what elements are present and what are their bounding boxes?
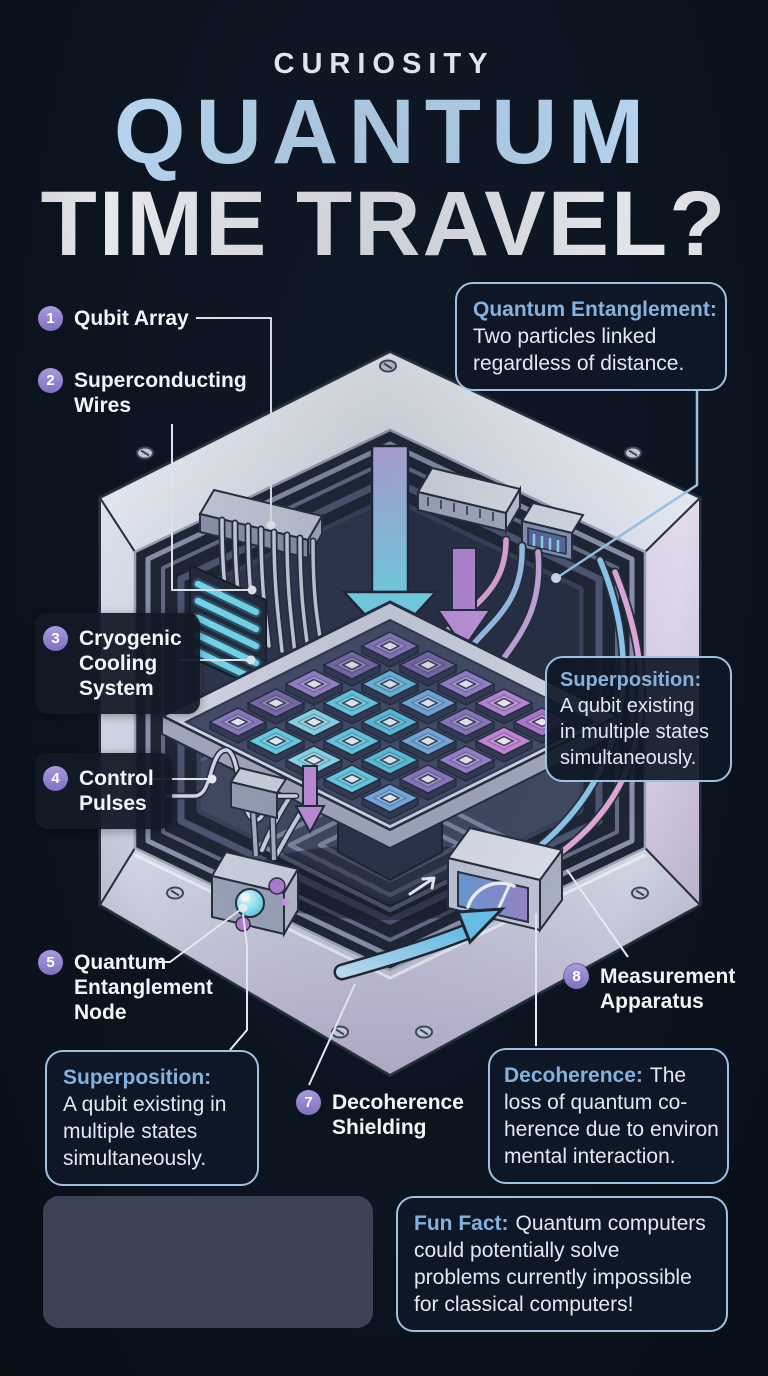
superposition-left-info-box: Superposition: A qubit existing in multi… — [45, 1050, 259, 1186]
control-pulse-waveform — [162, 746, 300, 824]
page-title-line2: TIME TRAVEL? — [40, 173, 728, 275]
callout-number-badge: 7 — [296, 1090, 321, 1115]
callout-qubit-array: 1 Qubit Array — [38, 306, 189, 331]
fun-fact-box: Fun Fact:Quantum computers could potenti… — [396, 1196, 728, 1332]
callout-number-badge: 2 — [38, 368, 63, 393]
kicker-text: CURIOSITY — [273, 48, 495, 80]
entanglement-node — [210, 766, 300, 938]
callout-number-badge: 4 — [43, 766, 68, 791]
callout-number-badge: 1 — [38, 306, 63, 331]
callout-number-badge: 8 — [564, 964, 589, 989]
decoherence-info-box: Decoherence:The loss of quantum co- here… — [488, 1048, 729, 1184]
callout-number-badge: 3 — [43, 626, 68, 651]
flow-right-arrow-icon — [333, 876, 506, 981]
superposition-right-info-box: Superposition: A qubit existing in multi… — [545, 656, 732, 782]
purple-down-arrow-icon — [436, 547, 492, 650]
display-module — [520, 501, 585, 562]
superconducting-wires — [198, 488, 322, 654]
callout-number-badge: 5 — [38, 950, 63, 975]
vent-module — [416, 466, 522, 535]
glow-orb-icon — [235, 888, 265, 918]
page-title-line1: QUANTUM — [113, 81, 655, 183]
entanglement-info-box: Quantum Entanglement: Two particles link… — [455, 282, 727, 391]
purple-small-arrow-icon — [294, 765, 326, 835]
empty-panel — [43, 1196, 373, 1328]
